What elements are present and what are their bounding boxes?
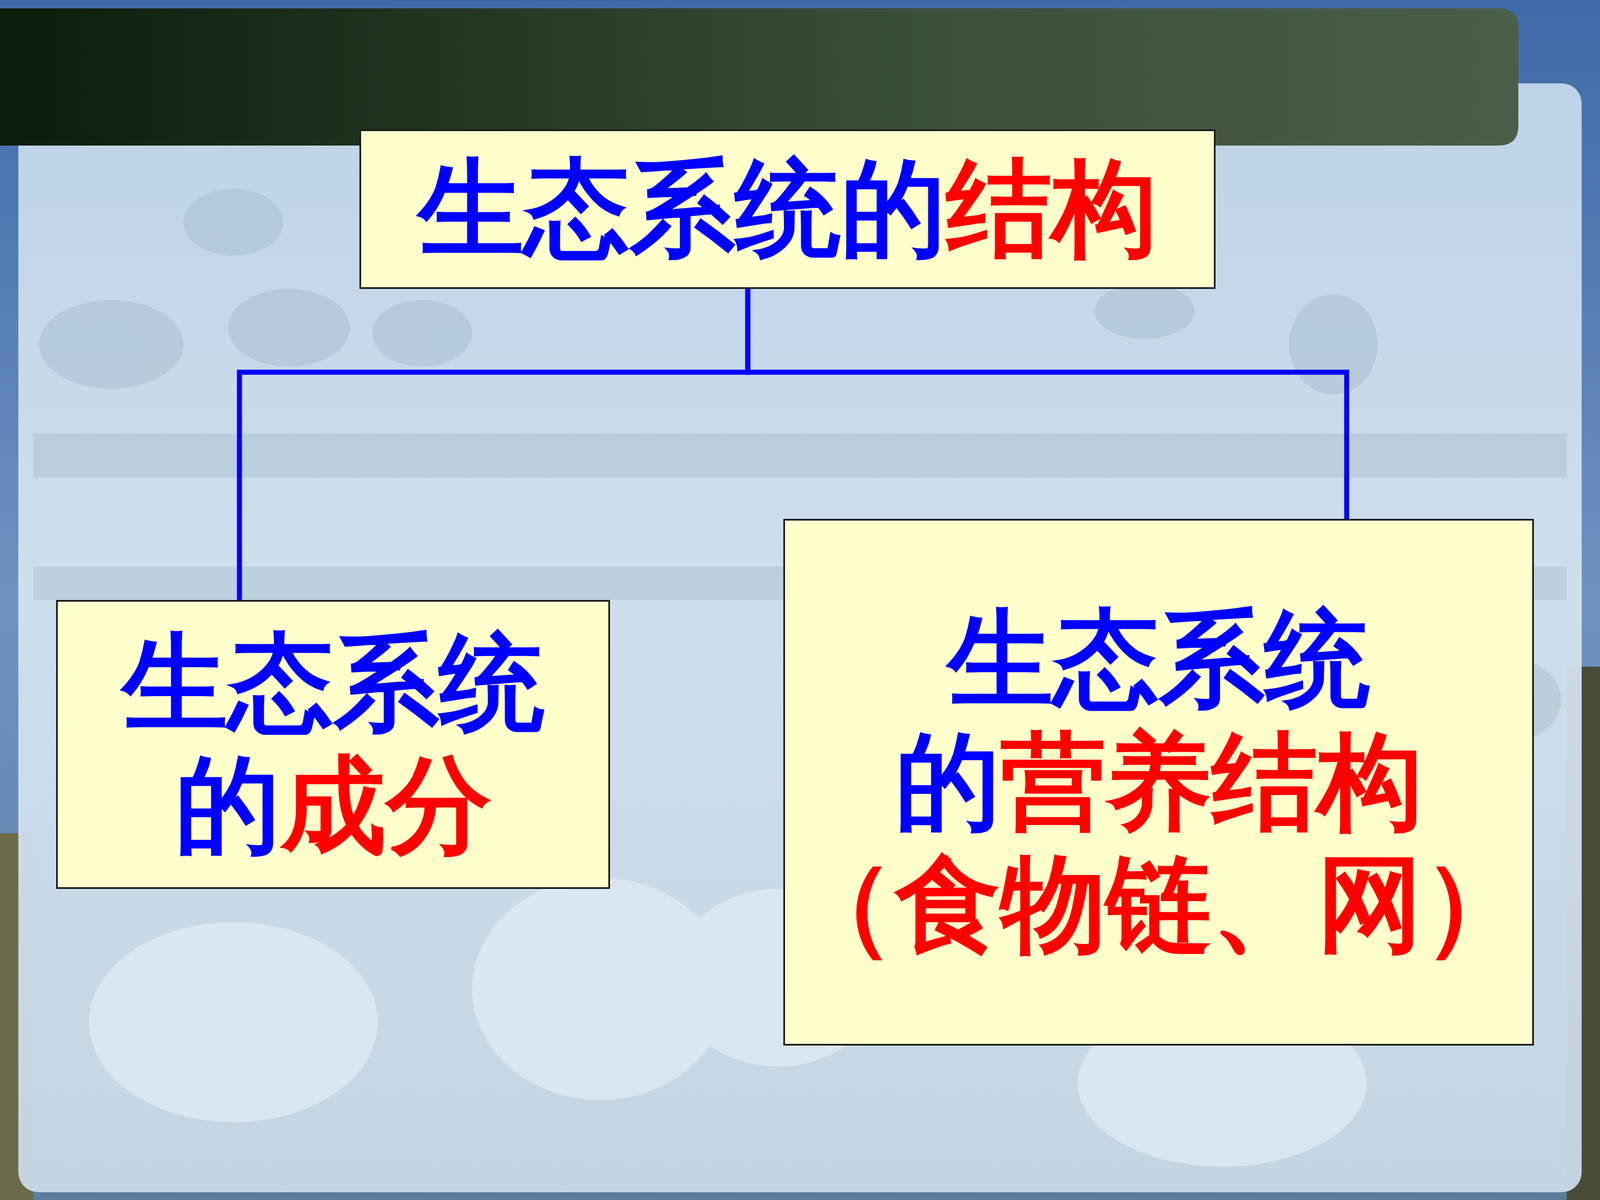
concept-box: 生态系统 的营养结构 （食物链、网） <box>783 518 1534 1046</box>
tree-connector <box>747 288 1347 519</box>
tree-connector <box>239 288 748 600</box>
concept-box: 生态系统的成分 <box>56 600 610 889</box>
concept-box: 生态系统的结构 <box>359 129 1216 289</box>
concept-label: 生态系统的成分 <box>106 622 560 868</box>
concept-label: 生态系统的结构 <box>418 147 1158 270</box>
concept-label: 生态系统 的营养结构 （食物链、网） <box>785 598 1533 966</box>
